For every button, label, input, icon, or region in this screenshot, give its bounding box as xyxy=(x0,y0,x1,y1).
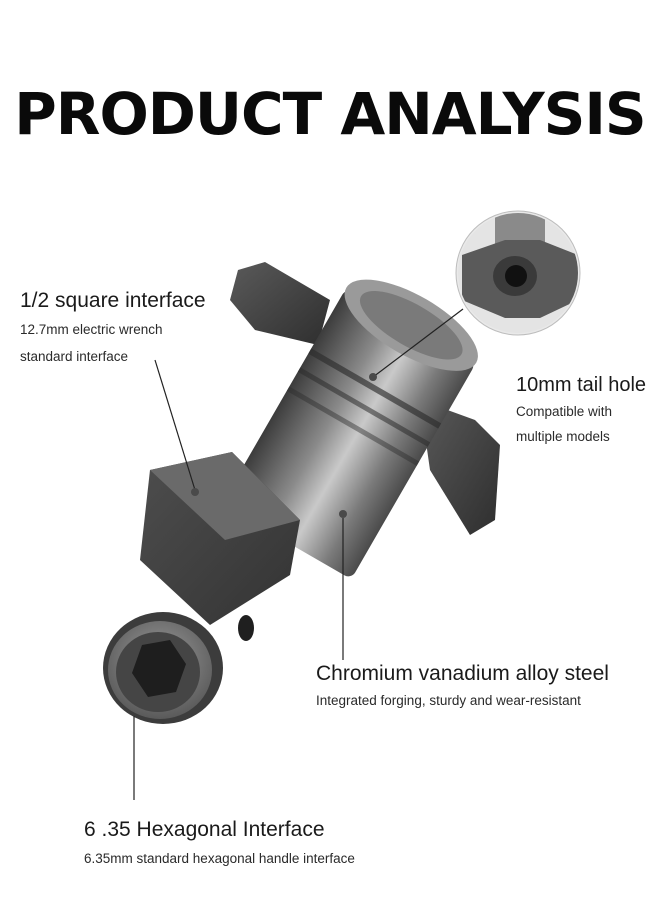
page-title: PRODUCT ANALYSIS xyxy=(14,80,646,148)
leader-lines xyxy=(133,308,464,800)
callout-heading: Chromium vanadium alloy steel xyxy=(316,662,609,685)
anvil-body xyxy=(224,279,478,577)
callout-description: 12.7mm electric wrench xyxy=(20,322,163,337)
callout-heading: 10mm tail hole xyxy=(516,374,647,396)
callout-tail-hole: 10mm tail hole Compatible with multiple … xyxy=(516,374,646,447)
hex-socket xyxy=(132,640,186,697)
callout-description: 6.35mm standard hexagonal handle interfa… xyxy=(84,851,355,866)
left-wing xyxy=(230,262,330,345)
callout-heading: 1/2 square interface xyxy=(20,289,206,312)
callout-heading: 6 .35 Hexagonal Interface xyxy=(84,818,325,841)
callout-description: Compatible with xyxy=(516,404,613,419)
tail-hole-zoom-inset xyxy=(455,210,581,336)
callout-description: multiple models xyxy=(516,429,610,444)
leader-dots xyxy=(191,373,377,518)
callout-description: Integrated forging, sturdy and wear-resi… xyxy=(316,693,581,708)
callout-square-interface: 1/2 square interface 12.7mm electric wre… xyxy=(20,289,206,367)
callout-alloy-steel: Chromium vanadium alloy steel Integrated… xyxy=(316,662,609,711)
callout-hex-interface: 6 .35 Hexagonal Interface 6.35mm standar… xyxy=(84,818,355,869)
tail-hole xyxy=(505,265,527,287)
pin-hole xyxy=(238,615,254,641)
right-wing xyxy=(420,400,500,535)
callout-description: standard interface xyxy=(20,349,129,364)
